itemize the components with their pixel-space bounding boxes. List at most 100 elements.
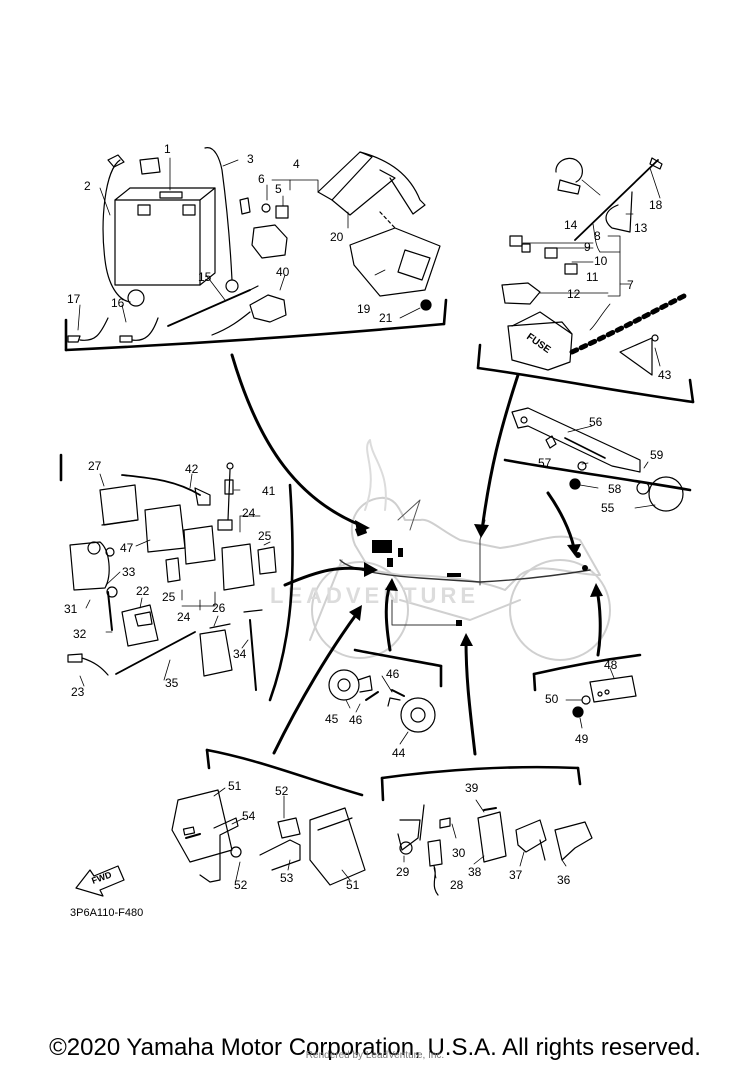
diagram-code: 3P6A110-F480 — [70, 907, 143, 919]
callout-33: 33 — [122, 565, 136, 579]
washer — [105, 547, 115, 557]
callout-32: 32 — [73, 627, 87, 641]
callout-59: 59 — [650, 448, 664, 462]
callout-39: 39 — [465, 781, 479, 795]
callout-51a: 51 — [228, 779, 242, 793]
lead-wire-41 — [227, 469, 231, 521]
callout-12: 12 — [567, 287, 581, 301]
callout-52a: 52 — [275, 784, 289, 798]
horn-44 — [400, 697, 436, 733]
callout-27: 27 — [88, 459, 102, 473]
rear-reflector — [589, 675, 637, 703]
callout-25a: 25 — [258, 529, 272, 543]
nut — [420, 299, 432, 311]
bracket-54 — [199, 817, 239, 883]
callout-23: 23 — [71, 685, 85, 699]
callout-2: 2 — [84, 179, 91, 193]
relay-25 — [257, 546, 277, 575]
callout-16: 16 — [111, 296, 125, 310]
lead-terminal — [127, 289, 145, 307]
callout-19: 19 — [357, 302, 371, 316]
callout-5: 5 — [275, 182, 282, 196]
fuse-panel: FUSE — [501, 157, 689, 376]
switch-38 — [477, 811, 507, 863]
side-reflector-panel — [171, 787, 366, 886]
holder — [605, 191, 633, 233]
fwd-label: FWD — [90, 869, 113, 886]
callout-51b: 51 — [346, 878, 360, 892]
reflector-washer — [636, 481, 650, 495]
callout-14: 14 — [564, 218, 578, 232]
horn-45 — [328, 669, 360, 701]
bracket-plate — [511, 407, 641, 473]
fuse-box-label: FUSE — [524, 331, 552, 355]
callout-57: 57 — [538, 456, 552, 470]
callout-13: 13 — [634, 221, 648, 235]
callout-17: 17 — [67, 292, 81, 306]
callout-31: 31 — [64, 602, 78, 616]
relay-27 — [99, 484, 139, 526]
callout-48: 48 — [604, 658, 618, 672]
callout-22: 22 — [136, 584, 150, 598]
battery — [114, 187, 216, 286]
switch-panel — [397, 799, 593, 896]
rear-reflector-panel — [565, 667, 637, 729]
callout-58: 58 — [608, 482, 622, 496]
copyright-notice: ©2020 Yamaha Motor Corporation, U.S.A. A… — [49, 1034, 701, 1061]
callout-56: 56 — [589, 415, 603, 429]
callout-26: 26 — [212, 601, 226, 615]
callout-45: 45 — [325, 712, 339, 726]
relay-panel — [67, 462, 277, 691]
fuse-block — [275, 205, 289, 219]
ecu — [349, 227, 441, 297]
callout-11: 11 — [586, 270, 599, 284]
round-reflector — [648, 476, 684, 512]
battery-positive-lead — [204, 147, 233, 281]
switch-36 — [554, 821, 593, 861]
washer-50 — [581, 695, 591, 705]
fwd-arrow — [75, 865, 125, 897]
callout-38: 38 — [468, 865, 482, 879]
screw — [107, 591, 113, 631]
cable-tie-long — [574, 159, 659, 241]
switch-28 — [427, 839, 443, 867]
callout-24b: 24 — [177, 610, 191, 624]
flasher-relay — [121, 604, 159, 647]
cable-tie-42 — [121, 474, 201, 496]
starter-relay — [251, 224, 288, 259]
battery-negative-lead — [102, 159, 131, 303]
callout-46b: 46 — [349, 713, 363, 727]
reflector-51b — [309, 807, 366, 886]
callout-34: 34 — [233, 647, 247, 661]
relay-24b — [221, 543, 255, 591]
clamp — [555, 157, 583, 183]
aux-dc-jack-wire — [211, 311, 251, 336]
callout-28: 28 — [450, 878, 464, 892]
callout-44: 44 — [392, 746, 406, 760]
watermark: LEADVENTURE — [270, 583, 479, 608]
switch-37 — [515, 819, 547, 853]
switch-29 — [397, 819, 421, 851]
callout-40: 40 — [276, 265, 290, 279]
bracket-53 — [259, 839, 301, 871]
callout-50: 50 — [545, 692, 559, 706]
tie — [619, 337, 653, 376]
callout-15: 15 — [198, 270, 212, 284]
connector-arrowheads — [349, 520, 603, 646]
callout-36: 36 — [557, 873, 571, 887]
battery-panel — [67, 147, 441, 343]
callout-21: 21 — [379, 311, 393, 325]
tail-bracket-panel — [511, 407, 684, 512]
callout-7: 7 — [627, 278, 634, 292]
callout-25b: 25 — [162, 590, 176, 604]
panel-borders — [59, 298, 695, 802]
horn-panel — [328, 669, 436, 745]
relay-31 — [69, 541, 110, 591]
callout-9: 9 — [584, 240, 591, 254]
cable-tie — [167, 289, 251, 327]
bolt — [261, 203, 271, 213]
callout-30: 30 — [452, 846, 466, 860]
callout-3: 3 — [247, 152, 254, 166]
aux-dc-jack — [249, 294, 287, 323]
